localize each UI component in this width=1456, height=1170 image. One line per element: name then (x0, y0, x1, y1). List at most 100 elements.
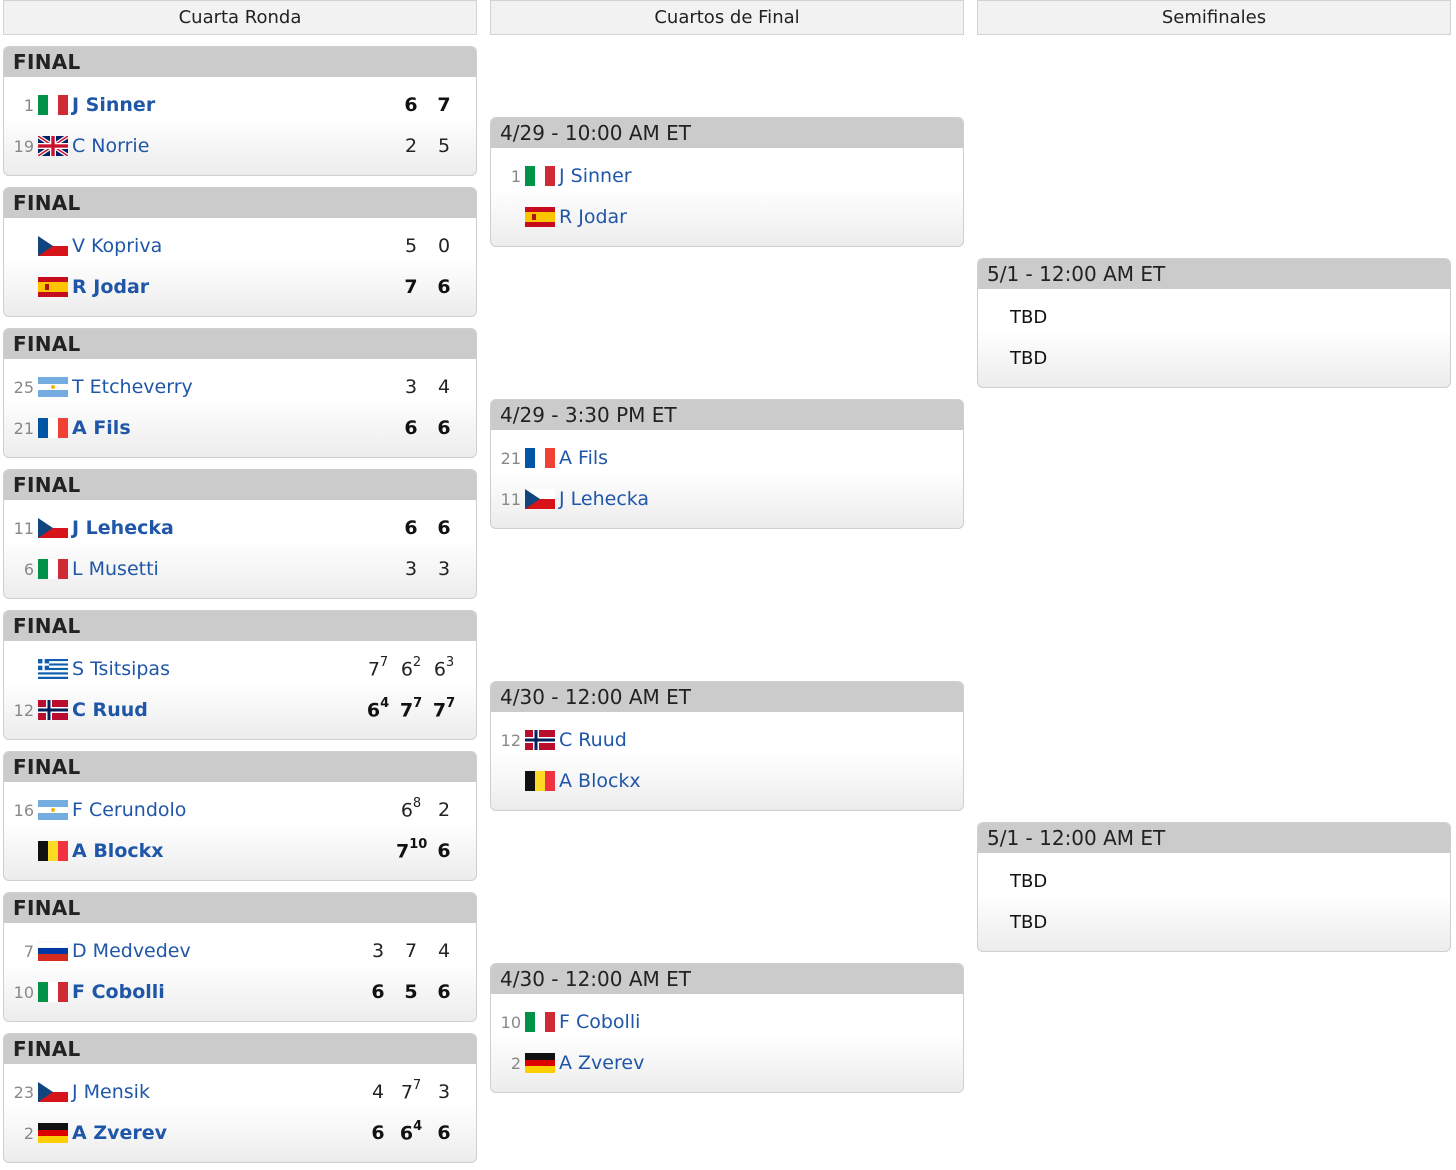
player-row[interactable]: A Blockx (491, 765, 963, 797)
player-name-link[interactable]: A Blockx (559, 770, 641, 792)
player-name-link[interactable]: F Cerundolo (72, 799, 187, 821)
set-score: 3 (429, 1081, 459, 1103)
czech-flag (38, 518, 68, 538)
player-row[interactable]: TBD (978, 301, 1450, 333)
player-seed: 11 (500, 489, 521, 509)
player-name-link[interactable]: A Zverev (559, 1052, 645, 1074)
player-name-link[interactable]: A Fils (559, 447, 609, 469)
player-name-link[interactable]: J Mensik (72, 1081, 150, 1103)
france-flag (38, 418, 68, 438)
argentina-flag (38, 377, 68, 397)
set-games: 7 (400, 1081, 413, 1104)
set-score: 64 (363, 696, 393, 721)
player-name-link[interactable]: C Ruud (72, 699, 148, 721)
tiebreak-score: 7 (379, 655, 389, 671)
player-name-link[interactable]: L Musetti (72, 558, 159, 580)
set-score: 77 (396, 696, 426, 721)
player-name-link[interactable]: A Blockx (72, 840, 164, 862)
set-games: 3 (404, 558, 418, 580)
player-name-link[interactable]: C Ruud (559, 729, 627, 751)
belgium-flag (525, 771, 555, 791)
player-name-link[interactable]: T Etcheverry (72, 376, 193, 398)
player-name-link[interactable]: J Sinner (72, 94, 156, 116)
set-score: 6 (429, 840, 459, 862)
set-score: 7 (429, 94, 459, 116)
set-games: 6 (437, 276, 451, 298)
player-name-link[interactable]: J Lehecka (72, 517, 174, 539)
player-name-link[interactable]: S Tsitsipas (72, 658, 170, 680)
player-name-link[interactable]: R Jodar (559, 206, 627, 228)
set-games: 2 (437, 799, 451, 821)
player-row[interactable]: TBD (978, 906, 1450, 938)
match-datetime: 4/30 - 12:00 AM ET (491, 964, 963, 994)
player-name-link[interactable]: J Sinner (559, 165, 632, 187)
norway-flag (525, 730, 555, 750)
player-name-link[interactable]: A Zverev (72, 1122, 168, 1144)
player-row[interactable]: R Jodar (491, 201, 963, 233)
set-games: 3 (404, 376, 418, 398)
player-name-link[interactable]: D Medvedev (72, 940, 191, 962)
czech-flag (525, 489, 555, 509)
player-name-link[interactable]: F Cobolli (559, 1011, 641, 1033)
tiebreak-score: 10 (409, 837, 428, 853)
player-name-link[interactable]: V Kopriva (72, 235, 163, 257)
player-name-link[interactable]: C Norrie (72, 135, 150, 157)
set-games: 3 (437, 558, 451, 580)
set-score: 3 (429, 558, 459, 580)
set-games: 6 (437, 1122, 451, 1144)
player-name-link[interactable]: F Cobolli (72, 981, 165, 1003)
set-score: 6 (429, 417, 459, 439)
player-row[interactable]: 11 J Lehecka (491, 483, 963, 515)
player-name-link[interactable]: A Fils (72, 417, 131, 439)
set-games: 5 (404, 981, 418, 1003)
set-games: 7 (404, 940, 418, 962)
player-row[interactable]: TBD (978, 342, 1450, 374)
set-score: 6 (429, 981, 459, 1003)
match-status: FINAL (4, 188, 476, 218)
player-tbd: TBD (1010, 347, 1048, 369)
player-row[interactable]: TBD (978, 865, 1450, 897)
player-name-link[interactable]: J Lehecka (559, 488, 650, 510)
player-seed: 2 (23, 1123, 34, 1143)
tiebreak-score: 7 (412, 1078, 422, 1094)
set-score: 0 (429, 235, 459, 257)
tiebreak-score: 7 (413, 696, 423, 712)
player-name-link[interactable]: R Jodar (72, 276, 150, 298)
tiebreak-score: 7 (446, 696, 456, 712)
